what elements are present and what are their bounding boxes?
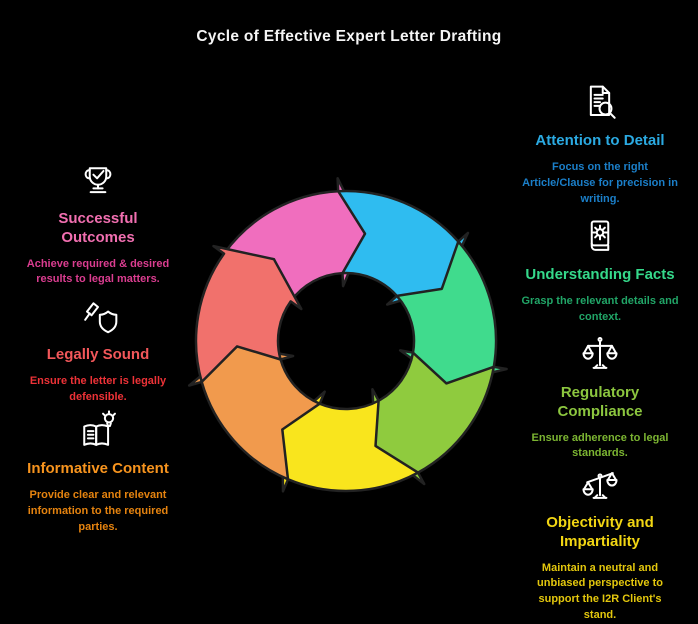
book-gear-icon	[578, 216, 622, 260]
item-description: Provide clear and relevant information t…	[27, 488, 169, 533]
pink-arrow	[222, 176, 367, 303]
item-title: Informative Content	[27, 460, 169, 477]
open-book-bulb-icon	[76, 410, 120, 454]
page-title: Cycle of Effective Expert Letter Draftin…	[196, 28, 502, 45]
item-description: Achieve required & desired results to le…	[26, 257, 170, 286]
item-successful-outcomes: Successful Outcomes Achieve required & d…	[8, 160, 188, 288]
blue-arrow	[336, 189, 470, 306]
orange-arrow	[187, 345, 321, 481]
yellow-arrow	[281, 390, 420, 493]
item-title: Legally Sound	[46, 346, 150, 363]
document-search-icon	[578, 82, 622, 126]
emerald-arrow	[395, 240, 508, 385]
cycle-arrows-graphic	[187, 176, 508, 493]
gavel-shield-icon	[76, 296, 120, 340]
item-title: Regulatory Compliance	[557, 384, 643, 420]
item-informative-content: Informative Content Provide clear and re…	[8, 410, 188, 536]
item-description: Maintain a neutral and unbiased perspect…	[537, 561, 663, 622]
item-title: Successful Outcomes	[58, 210, 138, 246]
item-understanding-facts: Understanding Facts Grasp the relevant d…	[510, 216, 690, 326]
trophy-check-icon	[76, 160, 120, 204]
balanced-scales-icon	[578, 334, 622, 378]
coral-arrow	[194, 244, 303, 384]
item-legally-sound: Legally Sound Ensure the letter is legal…	[8, 296, 188, 406]
item-title: Understanding Facts	[525, 266, 675, 283]
item-description: Ensure adherence to legal standards.	[531, 431, 669, 460]
item-description: Grasp the relevant details and context.	[521, 294, 679, 323]
item-description: Focus on the right Article/Clause for pr…	[522, 160, 678, 205]
item-description: Ensure the letter is legally defensible.	[29, 374, 167, 403]
tilted-scales-icon	[578, 464, 622, 508]
item-objectivity-impartiality: Objectivity and Impartiality Maintain a …	[510, 464, 690, 624]
lime-arrow	[371, 351, 496, 486]
item-regulatory-compliance: Regulatory Compliance Ensure adherence t…	[510, 334, 690, 462]
item-title: Objectivity and Impartiality	[546, 514, 654, 550]
item-title: Attention to Detail	[535, 132, 665, 149]
item-attention-to-detail: Attention to Detail Focus on the right A…	[510, 82, 690, 208]
